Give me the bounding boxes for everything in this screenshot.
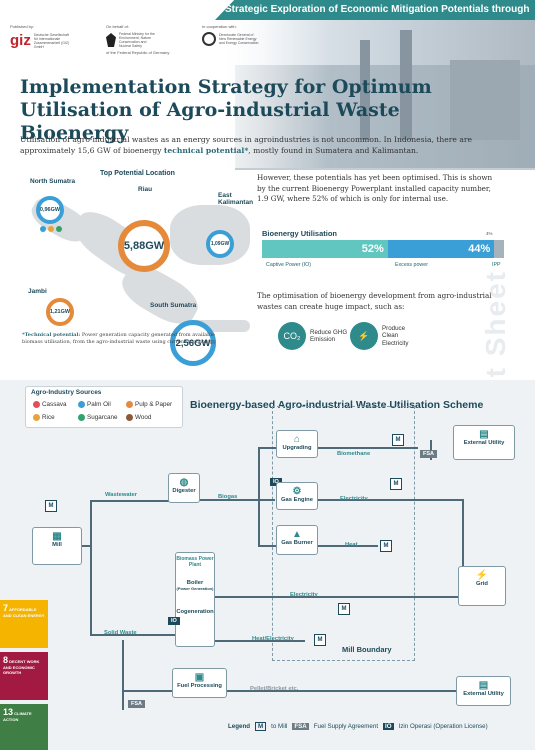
node-gas-engine: ⚙Gas Engine xyxy=(276,482,318,510)
sdg-8-badge: 8 DECENT WORK AND ECONOMIC GROWTH xyxy=(0,652,48,700)
source-wood: Wood xyxy=(126,414,151,421)
m-badge-engine: M xyxy=(390,478,402,490)
tank-icon: ◍ xyxy=(179,477,189,488)
upgrade-icon: ⌂ xyxy=(293,434,301,445)
header-banner xyxy=(0,0,535,170)
installed-capacity-text: However, these potentials has yet been o… xyxy=(257,173,493,203)
label-solid-waste: Solid Waste xyxy=(104,630,137,636)
page-title: Implementation Strategy for Optimum Util… xyxy=(20,76,432,144)
source-rice: Rice xyxy=(33,414,55,421)
m-badge-cogeneration: M xyxy=(314,634,326,646)
node-mill: ▦Mill xyxy=(32,527,82,565)
node-biomass-power-plant: Biomass Power Plant Boiler (Power Genera… xyxy=(175,552,215,647)
bmu-logo: On behalf of: Federal Ministry for the E… xyxy=(106,24,170,55)
source-pulp-paper: Pulp & Paper xyxy=(126,401,172,408)
indonesia-map xyxy=(0,165,255,380)
node-upgrading: ⌂Upgrading xyxy=(276,430,318,458)
m-badge-burner: M xyxy=(380,540,392,552)
scheme-title: Bioenergy-based Agro-industrial Waste Ut… xyxy=(190,399,484,411)
label-biomethane: Biomethane xyxy=(337,451,371,457)
source-palm-oil: Palm Oil xyxy=(78,401,111,408)
region-label-south-sumatra: South Sumatra xyxy=(150,302,197,309)
source-sugarcane: Sugarcane xyxy=(78,414,117,421)
label-heat-electricity: Heat/Electricity xyxy=(252,636,294,642)
node-external-utility-top: ▤External Utility xyxy=(453,425,515,460)
excess-label: Excess power xyxy=(395,262,428,268)
utilisation-title: Bioenergy Utilisation xyxy=(262,229,338,238)
m-badge-mill: M xyxy=(45,500,57,512)
series-title: Strategic Exploration of Economic Mitiga… xyxy=(215,0,535,20)
node-grid: ⚡Grid xyxy=(458,566,506,606)
fsa-badge-upgrading: FSA xyxy=(420,450,437,458)
optimisation-text: The optimisation of bioenergy developmen… xyxy=(257,291,492,311)
sdg-13-badge: 13 CLIMATE ACTION xyxy=(0,704,48,750)
sources-box xyxy=(25,386,183,428)
region-label-north-sumatra: North Sumatra xyxy=(30,178,76,185)
io-badge-cogeneration: IO xyxy=(168,617,180,625)
segment-captive: 52% xyxy=(262,240,388,258)
fsa-badge-fuel: FSA xyxy=(128,700,145,708)
machine-icon: ▣ xyxy=(194,672,205,683)
label-wastewater: Wastewater xyxy=(105,492,138,498)
region-label-jambi: Jambi xyxy=(28,288,47,295)
node-digester: ◍Digester xyxy=(168,473,200,503)
source-cassava: Cassava xyxy=(33,401,67,408)
m-badge-biomethane: M xyxy=(392,434,404,446)
ipp-pct: 4% xyxy=(486,231,493,236)
engine-icon: ⚙ xyxy=(292,486,302,497)
factory-icon: ▤ xyxy=(478,680,489,691)
io-badge-gas-engine: IO xyxy=(270,478,282,486)
node-gas-burner: ▲Gas Burner xyxy=(276,525,318,555)
lightning-icon: ⚡ xyxy=(350,322,378,350)
eagle-icon xyxy=(106,33,116,47)
utilisation-bar: 52% 44% xyxy=(262,240,504,258)
node-fuel-processing: ▣Fuel Processing xyxy=(172,668,227,698)
sdg-7-badge: 7 AFFORDABLE AND CLEAN ENERGY xyxy=(0,600,48,648)
segment-ipp xyxy=(494,240,504,258)
seal-icon xyxy=(202,32,216,46)
mill-boundary-box xyxy=(272,406,415,661)
label-electricity-engine: Electricity xyxy=(340,496,368,502)
label-pellet: Pellet/Bricket etc. xyxy=(250,686,299,692)
top-location-label: Top Potential Location xyxy=(100,170,175,177)
label-heat-burner: Heat xyxy=(345,542,358,548)
tower-icon: ⚡ xyxy=(475,570,489,581)
impact-ghg: CO₂ Reduce GHG Emission xyxy=(278,322,350,350)
captive-label: Captive Power (IO) xyxy=(266,262,312,268)
impact-electricity: ⚡ Produce Clean Electricity xyxy=(350,322,422,350)
factory-icon: ▤ xyxy=(479,429,489,440)
sources-title: Agro-Industry Sources xyxy=(31,389,102,396)
technical-potential-note: *Technical potential: Power generation c… xyxy=(22,332,216,345)
intro-paragraph: Utilisation of agro-industrial wastes as… xyxy=(20,135,472,155)
label-biogas: Biogas xyxy=(218,494,238,500)
co2-icon: CO₂ xyxy=(278,322,306,350)
segment-excess: 44% xyxy=(387,240,495,258)
m-badge-boiler: M xyxy=(338,603,350,615)
region-label-east-kalimantan: East Kalimantan xyxy=(218,192,254,206)
node-external-utility-bottom: ▤External Utility xyxy=(456,676,511,706)
ebtke-logo: In cooperation with: Directorate General… xyxy=(202,24,259,46)
factory-icon: ▦ xyxy=(52,531,62,542)
region-label-riau: Riau xyxy=(138,186,153,193)
flame-icon: ▲ xyxy=(292,529,302,540)
label-electricity-boiler: Electricity xyxy=(290,592,318,598)
ipp-label: IPP xyxy=(492,262,501,268)
mill-boundary-label: Mill Boundary xyxy=(342,645,392,654)
scheme-section xyxy=(0,380,535,750)
